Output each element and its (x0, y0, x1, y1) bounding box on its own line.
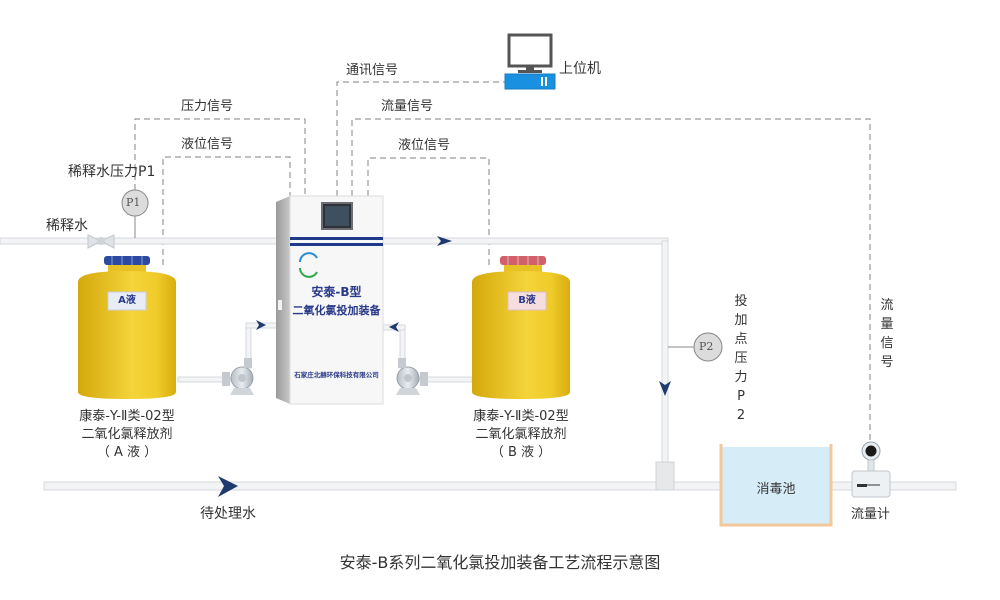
level-signal-a-label: 液位信号 (181, 137, 234, 152)
tank-a-caption: 康泰-Y-Ⅱ类-02型 二氧化氯释放剂 （ A 液 ） (52, 408, 202, 462)
cabinet-company: 石家庄北赫环保科技有限公司 (294, 371, 379, 379)
comm-signal-label: 通讯信号 (346, 63, 399, 78)
level-signal-b-line (367, 157, 490, 265)
pump-a-icon (222, 358, 254, 395)
pump-b-icon (396, 358, 428, 395)
tank-a-tag: A液 (118, 295, 136, 306)
level-signal-b-label: 液位信号 (398, 138, 451, 153)
host-computer-label: 上位机 (559, 61, 601, 77)
flowmeter-label: 流量计 (851, 507, 891, 522)
pressure-signal-label: 压力信号 (181, 99, 234, 114)
gauge-p2 (693, 332, 723, 362)
flowmeter-icon (851, 441, 891, 498)
flow-arrow-pump-a (256, 320, 266, 330)
tank-a-caption-line2: 二氧化氯释放剂 (81, 427, 173, 442)
tank-a-caption-line1: 康泰-Y-Ⅱ类-02型 (79, 409, 175, 424)
flow-signal-line (351, 118, 871, 448)
level-signal-a-line (162, 156, 291, 265)
pressure-signal-line (134, 118, 306, 196)
flow-signal-vertical-label: 流量信号 (880, 298, 894, 370)
dosing-pressure-label: 投加点压力P2 (734, 294, 748, 423)
tank-a (78, 256, 176, 399)
gauge-p1 (121, 189, 149, 217)
raw-water-label: 待处理水 (200, 506, 256, 522)
tank-b-tag: B液 (518, 295, 536, 306)
flow-arrow-pump-b (389, 322, 399, 332)
dosing-cabinet (276, 195, 384, 405)
flow-arrow-down (659, 381, 671, 396)
valve-icon (87, 234, 115, 249)
pool-label: 消毒池 (756, 482, 796, 497)
raw-water-pipe (43, 481, 957, 491)
dilution-water-label: 稀释水 (46, 218, 88, 234)
cabinet-name: 二氧化氯投加装备 (292, 304, 381, 317)
tank-b-caption-line3: （ B 液 ） (490, 445, 552, 460)
cabinet-model: 安泰-B型 (311, 285, 362, 299)
tank-b-caption: 康泰-Y-Ⅱ类-02型 二氧化氯释放剂 （ B 液 ） (446, 408, 596, 462)
dilution-pressure-label: 稀释水压力P1 (68, 164, 156, 180)
flow-arrow-raw-water (218, 476, 238, 497)
flow-arrow-dilution (437, 236, 452, 246)
company-logo-icon (299, 252, 318, 278)
diagram-title: 安泰-B系列二氧化氯投加装备工艺流程示意图 (339, 553, 661, 572)
tank-a-caption-line3: （ A 液 ） (96, 445, 158, 460)
gauge-p1-label: P1 (126, 196, 141, 209)
tank-b-caption-line2: 二氧化氯释放剂 (475, 427, 567, 442)
gauge-p2-label: P2 (699, 340, 714, 353)
dosing-pipe (661, 240, 669, 482)
flow-signal-label: 流量信号 (381, 99, 434, 114)
tank-b (472, 256, 570, 399)
tank-b-caption-line1: 康泰-Y-Ⅱ类-02型 (473, 409, 569, 424)
comm-signal-line (336, 81, 505, 196)
disinfection-pool (719, 444, 833, 527)
computer-monitor-icon (504, 33, 556, 90)
